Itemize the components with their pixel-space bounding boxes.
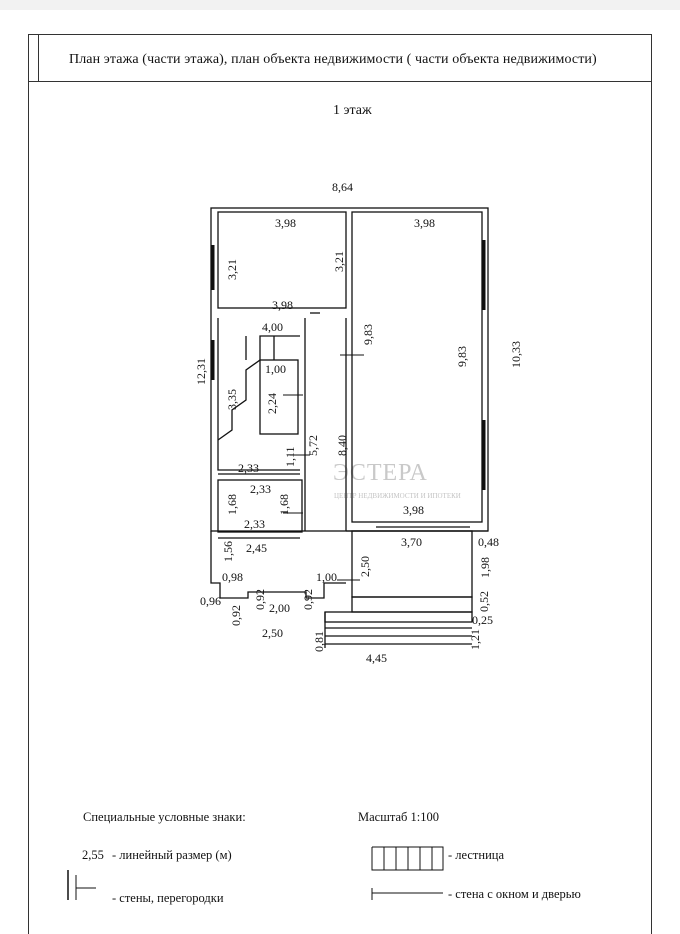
room-small <box>217 479 303 533</box>
dim-stairs-height: 0,81 <box>312 631 326 652</box>
dim-room1-top: 3,98 <box>275 216 296 230</box>
legend-stairs: - лестница <box>448 848 505 862</box>
room-1 <box>217 211 347 309</box>
dim-big-room-bottom: 3,98 <box>403 503 424 517</box>
dim-porch-step2: 0,25 <box>472 613 493 627</box>
dim-room1-right: 3,21 <box>332 251 346 272</box>
dim-porch-right: 1,98 <box>478 557 492 578</box>
dim-stairs-width: 4,45 <box>366 651 387 665</box>
step <box>351 596 473 613</box>
entry-walls <box>210 531 346 599</box>
dim-bath-width: 1,00 <box>265 362 286 376</box>
dim-step-left: 0,96 <box>200 594 221 608</box>
dim-big-room-left: 9,83 <box>455 346 469 367</box>
dim-bath-height: 2,24 <box>265 393 279 414</box>
sheet-title: План этажа (части этажа), план объекта н… <box>69 52 597 67</box>
stair-wall <box>217 318 300 471</box>
legend-walls: - стены, перегородки <box>112 891 224 905</box>
dim-porch-offset: 0,48 <box>478 535 499 549</box>
dim-left-total: 12,31 <box>194 358 208 385</box>
dim-hall-height: 8,40 <box>335 435 349 456</box>
dim-step-bottom: 2,50 <box>262 626 283 640</box>
dim-room1-bottom: 3,98 <box>272 298 293 312</box>
dim-stair-height: 3,35 <box>225 389 239 410</box>
legend-wall-window-door: - стена с окном и дверью <box>448 887 581 901</box>
dim-room1-left: 3,21 <box>225 259 239 280</box>
dim-step-l4: 0,92 <box>301 589 315 610</box>
dim-porch-step: 0,52 <box>477 591 491 612</box>
dim-small-height: 1,11 <box>283 446 297 467</box>
dim-room-b-right: 1,68 <box>277 494 291 515</box>
scale-label: Масштаб 1:100 <box>358 810 439 824</box>
legend-sample-value: 2,55 <box>82 848 104 862</box>
dim-porch-width: 3,70 <box>401 535 422 549</box>
dim-room-b-bottom: 2,33 <box>244 517 265 531</box>
dim-stairs-right: 1,21 <box>468 629 482 650</box>
dim-door-width: 1,00 <box>316 570 337 584</box>
dim-entry-width: 2,45 <box>246 541 267 555</box>
legend-title: Специальные условные знаки: <box>83 810 246 824</box>
top-strip <box>0 0 680 10</box>
watermark-subtitle: ЦЕНТР НЕДВИЖИМОСТИ И ИПОТЕКИ <box>334 492 461 500</box>
dim-stair-width: 4,00 <box>262 320 283 334</box>
drawing-sheet: План этажа (части этажа), план объекта н… <box>28 34 652 934</box>
dim-room-b-width: 2,33 <box>250 482 271 496</box>
header-margin-cell <box>29 35 39 81</box>
dim-step-l2: 0,92 <box>229 605 243 626</box>
dim-step-mid: 2,00 <box>269 601 290 615</box>
legend-linear-size: - линейный размер (м) <box>112 848 232 862</box>
dim-corridor-height: 5,72 <box>306 435 320 456</box>
floor-plan: 8,64 3,98 3,98 3,98 4,00 1,00 2,33 2,33 … <box>67 180 523 900</box>
legend-stairs-frame <box>371 846 444 871</box>
floor-title: 1 этаж <box>333 103 372 118</box>
watermark-logo: ЭСТЕРА <box>333 460 428 486</box>
room-big <box>351 211 483 523</box>
dim-overall-width: 8,64 <box>332 180 353 194</box>
bathroom <box>259 359 299 435</box>
dim-entry-bottom: 0,98 <box>222 570 243 584</box>
dim-room-a-width: 2,33 <box>238 461 259 475</box>
dim-entry-height: 1,56 <box>221 541 235 562</box>
dim-big-room-right: 10,33 <box>509 341 523 368</box>
dim-step-l3: 0,92 <box>253 589 267 610</box>
dim-porch-height: 2,50 <box>358 556 372 577</box>
staircase <box>217 335 300 441</box>
dim-room-b-left: 1,68 <box>225 494 239 515</box>
sheet-header: План этажа (части этажа), план объекта н… <box>29 35 651 82</box>
step <box>324 611 473 623</box>
dim-big-room-inner: 9,83 <box>361 324 375 345</box>
dim-big-room-top: 3,98 <box>414 216 435 230</box>
